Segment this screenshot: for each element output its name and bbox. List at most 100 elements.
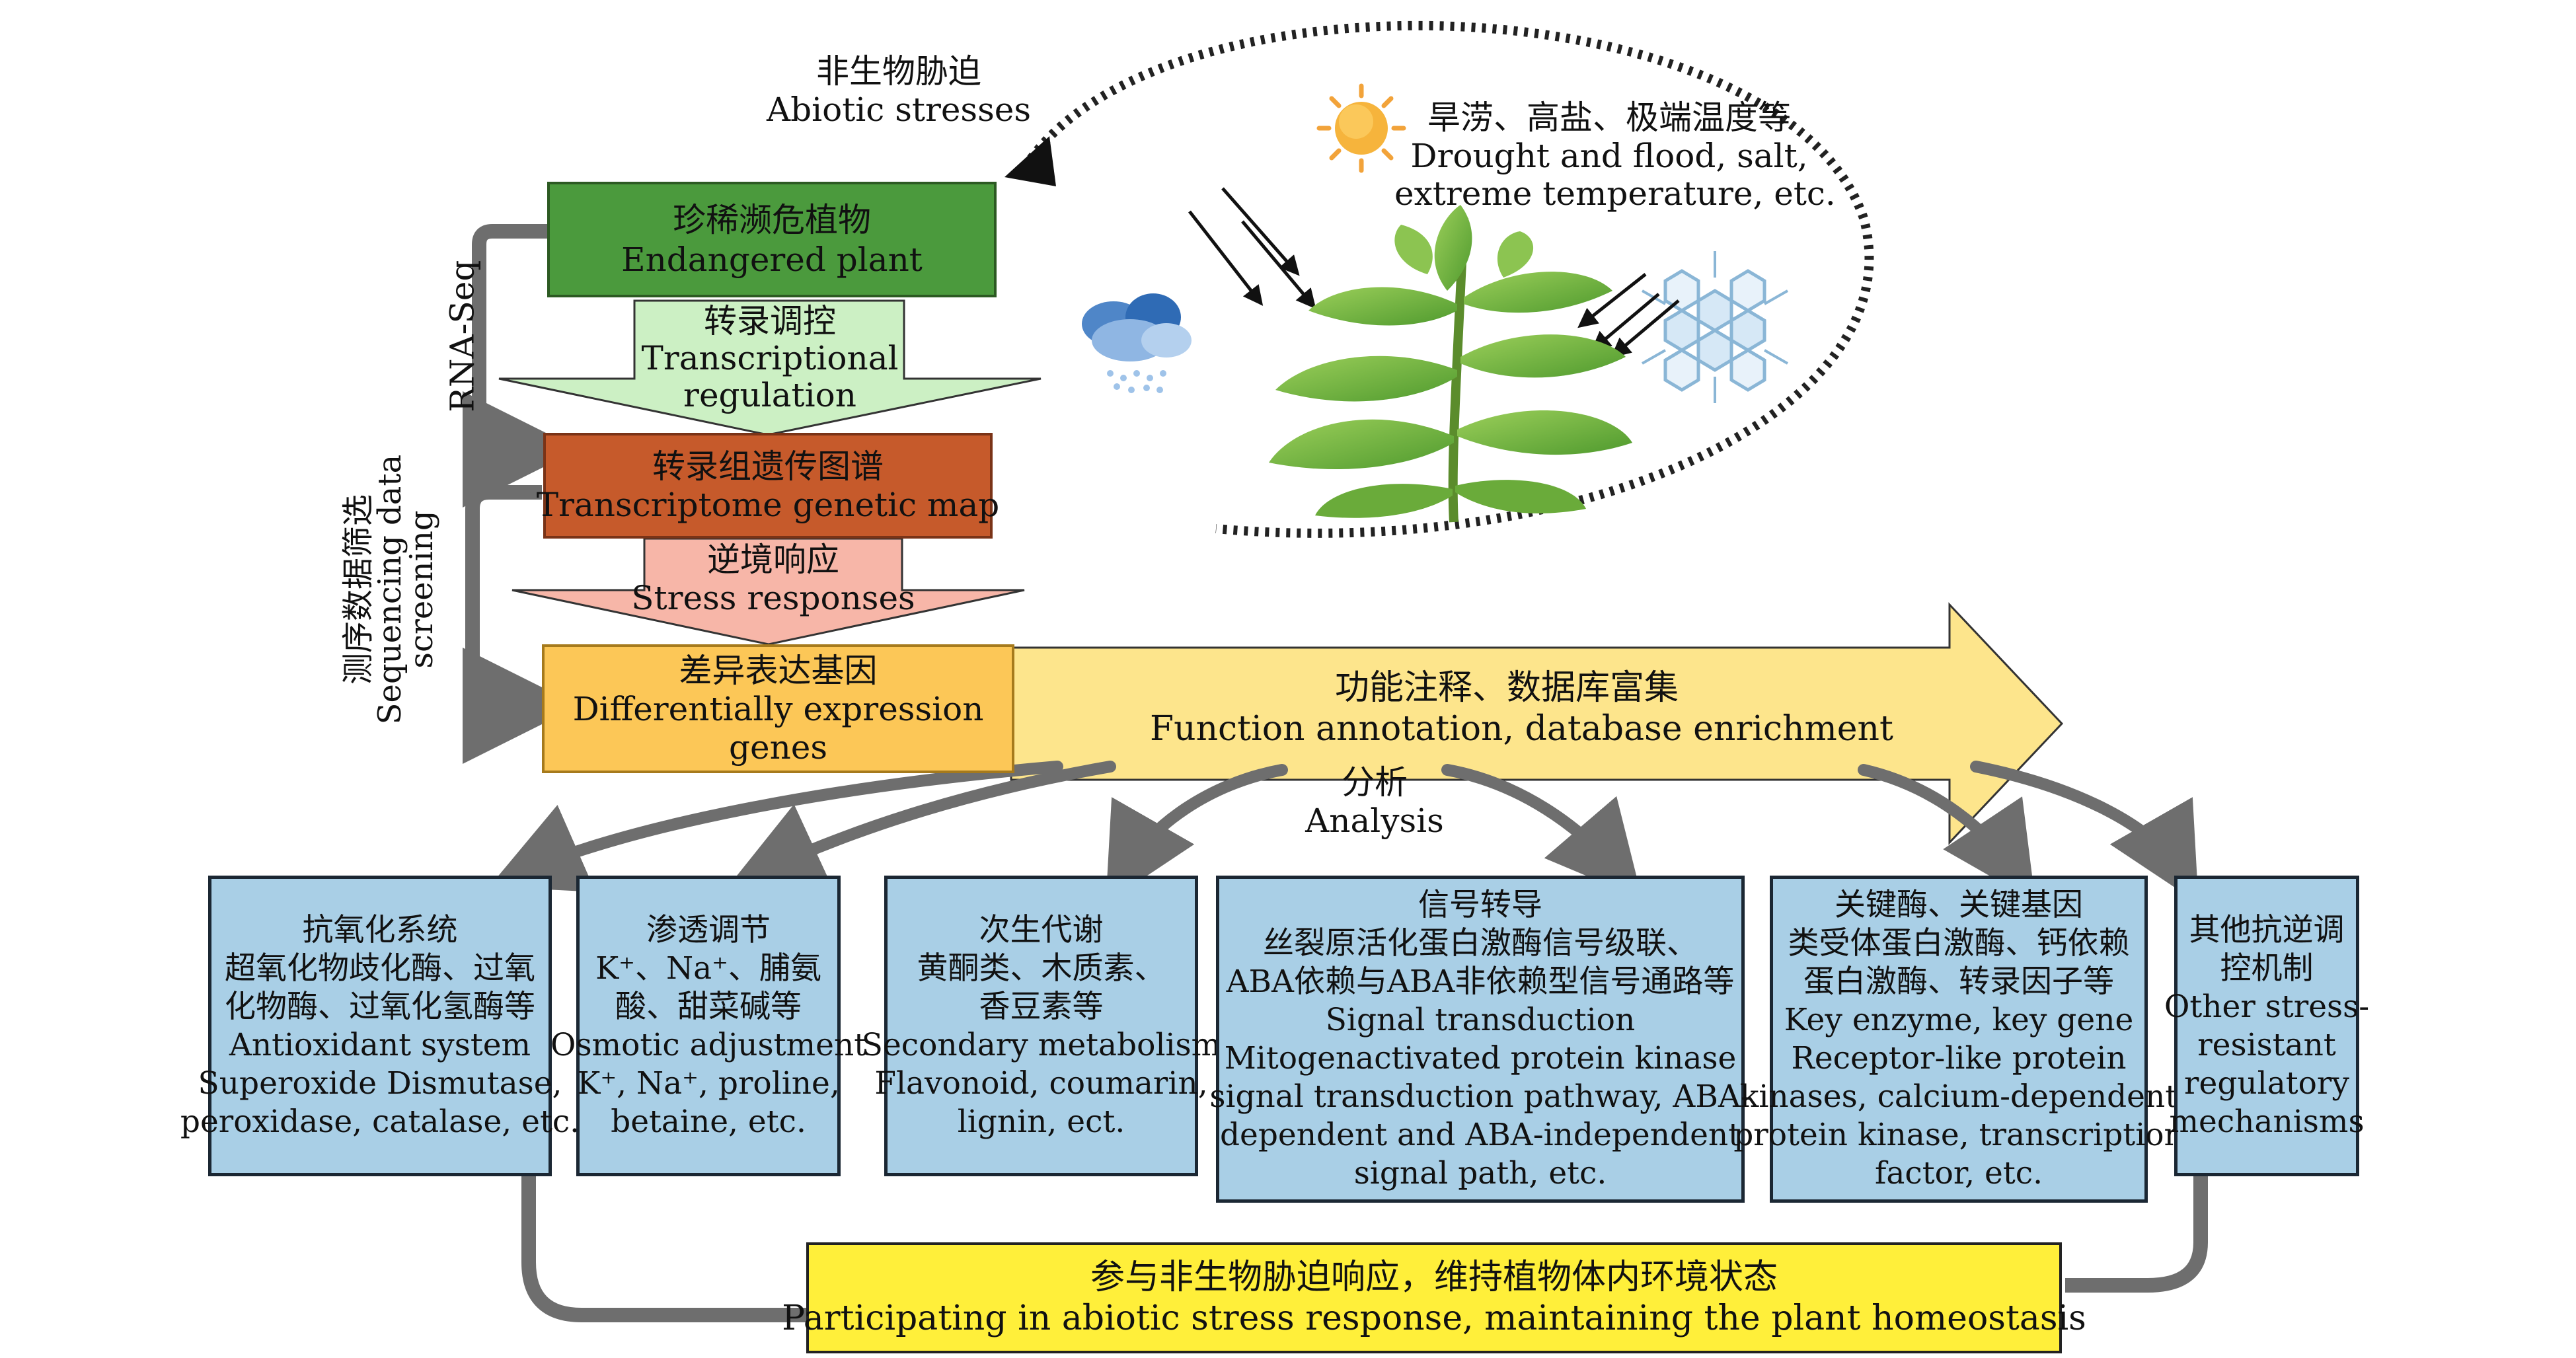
target-line: 控机制 (2220, 950, 2314, 987)
stress-cycle-dashed-arrow (1027, 20, 1874, 538)
target-line: K⁺, Na⁺, proline, (577, 1065, 840, 1102)
target-line: protein kinase, transcription (1733, 1116, 2184, 1153)
target-line: 类受体蛋白激酶、钙依赖 (1788, 924, 2130, 962)
target-line: Mitogenactivated protein kinase (1224, 1039, 1737, 1076)
target-line: Osmotic adjustment (550, 1026, 867, 1063)
screening-en-2: screening (403, 510, 440, 669)
target-line: 化物酶、过氧化氢酶等 (225, 988, 535, 1025)
abiotic-stress-en: Abiotic stresses (767, 90, 1031, 129)
regulation-en-1: Transcriptional (641, 339, 899, 377)
fan-arrow-signal (1441, 764, 1643, 899)
fan-arrow-other (1970, 761, 2199, 903)
light-ray-2 (1221, 187, 1300, 276)
target-line: peroxidase, catalase, etc. (180, 1103, 580, 1140)
light-ray-1 (1188, 210, 1264, 306)
target-line: mechanisms (2169, 1103, 2365, 1140)
snowflake-icon (1642, 251, 1788, 403)
endangered-plant-box: 珍稀濒危植物 Endangered plant (547, 182, 997, 297)
deg-en-1: Differentially expression (572, 689, 984, 728)
target-line: signal transduction pathway, ABA- (1209, 1078, 1751, 1115)
endangered-plant-zh: 珍稀濒危植物 (673, 200, 871, 239)
target-box-secondary: 次生代谢 黄酮类、木质素、 香豆素等 Secondary metabolism … (862, 876, 1221, 1176)
target-line: 香豆素等 (979, 988, 1104, 1025)
light-ray-3 (1241, 220, 1316, 309)
target-line: Receptor-like protein (1791, 1039, 2127, 1076)
target-line: 渗透调节 (646, 911, 771, 948)
target-line: 超氧化物歧化酶、过氧 (225, 950, 535, 987)
regulation-arrow (498, 299, 1042, 436)
stress-types-en-2: extreme temperature, etc. (1394, 174, 1836, 213)
target-line: ABA依赖与ABA非依赖型信号通路等 (1226, 963, 1735, 1000)
target-box-signal: 信号转导 丝裂原活化蛋白激酶信号级联、 ABA依赖与ABA非依赖型信号通路等 S… (1209, 876, 1751, 1203)
stress-types-en-1: Drought and flood, salt, (1410, 136, 1808, 175)
target-line: 次生代谢 (979, 911, 1104, 948)
target-line: 丝裂原活化蛋白激酶信号级联、 (1263, 924, 1698, 962)
rnaseq-connector (463, 224, 579, 508)
transcriptome-en: Transcriptome genetic map (536, 486, 1000, 524)
target-line: Signal transduction (1325, 1001, 1636, 1038)
target-line: 关键酶、关键基因 (1835, 886, 2083, 923)
target-line: 抗氧化系统 (302, 911, 458, 948)
analysis-en: Analysis (1305, 802, 1444, 840)
bottom-left-connector (521, 1173, 813, 1322)
deg-box: 差异表达基因 Differentially expression genes (542, 644, 1014, 773)
target-line: regulatory (2184, 1065, 2349, 1102)
target-line: K⁺、Na⁺、脯氨 (595, 950, 821, 987)
stress-responses-arrow (511, 537, 1025, 646)
target-line: lignin, ect. (957, 1103, 1125, 1140)
target-line: Superoxide Dismutase, (198, 1065, 562, 1102)
stress-cycle-arrowhead (1004, 136, 1056, 186)
deg-en-2: genes (728, 728, 828, 767)
wind-ray-2 (1591, 293, 1660, 352)
bottom-right-connector (2065, 1173, 2208, 1293)
stress-responses-zh: 逆境响应 (707, 541, 839, 579)
homeostasis-zh: 参与非生物胁迫响应，维持植物体内环境状态 (1090, 1258, 1778, 1297)
abiotic-stress-label: 非生物胁迫 Abiotic stresses (760, 52, 1038, 129)
screening-label: 测序数据筛选 Sequencing data screening (340, 437, 440, 741)
sun-icon (1316, 83, 1406, 173)
target-box-antioxidant: 抗氧化系统 超氧化物歧化酶、过氧 化物酶、过氧化氢酶等 Antioxidant … (180, 876, 580, 1176)
target-line: signal path, etc. (1353, 1154, 1607, 1191)
target-line: factor, etc. (1874, 1154, 2043, 1191)
target-line: resistant (2197, 1026, 2336, 1063)
stress-responses-en: Stress responses (631, 579, 915, 617)
screening-connector (463, 485, 579, 764)
fan-arrow-osmotic (727, 761, 1116, 891)
target-line: Antioxidant system (229, 1026, 531, 1063)
homeostasis-en: Participating in abiotic stress response… (782, 1299, 2086, 1338)
transcriptome-box: 转录组遗传图谱 Transcriptome genetic map (537, 433, 999, 539)
screening-zh: 测序数据筛选 (340, 494, 377, 685)
stress-responses-label: 逆境响应 Stress responses (608, 541, 938, 617)
function-label: 功能注释、数据库富集 Function annotation, database… (1150, 667, 1893, 749)
target-box-osmotic: 渗透调节 K⁺、Na⁺、脯氨 酸、甜菜碱等 Osmotic adjustment… (550, 876, 866, 1176)
target-line: 信号转导 (1418, 886, 1542, 923)
target-line: 酸、甜菜碱等 (615, 988, 802, 1025)
homeostasis-box: 参与非生物胁迫响应，维持植物体内环境状态 Participating in ab… (782, 1242, 2086, 1353)
target-line: Flavonoid, coumarin, (874, 1065, 1208, 1102)
target-line: 其他抗逆调 (2189, 911, 2345, 948)
target-line: betaine, etc. (611, 1103, 806, 1140)
transcriptome-zh: 转录组遗传图谱 (652, 447, 884, 486)
regulation-en-2: regulation (683, 376, 856, 414)
target-line: Secondary metabolism (861, 1026, 1221, 1063)
function-en: Function annotation, database enrichment (1150, 709, 1893, 749)
target-line: Key enzyme, key gene (1784, 1001, 2134, 1038)
target-line: dependent and ABA-independent (1219, 1116, 1741, 1153)
stress-types-label: 旱涝、高盐、极端温度等 Drought and flood, salt, ext… (1394, 98, 1836, 213)
wind-ray-3 (1610, 299, 1680, 358)
target-line: kinases, calcium-dependent (1739, 1078, 2178, 1115)
function-zh: 功能注释、数据库富集 (1334, 668, 1679, 708)
stress-types-zh: 旱涝、高盐、极端温度等 (1427, 98, 1791, 137)
deg-zh: 差异表达基因 (679, 651, 878, 690)
analysis-label: 分析 Analysis (1289, 763, 1460, 840)
target-box-enzyme: 关键酶、关键基因 类受体蛋白激酶、钙依赖 蛋白激酶、转录因子等 Key enzy… (1733, 876, 2184, 1203)
screening-en-1: Sequencing data (371, 454, 408, 725)
endangered-plant-en: Endangered plant (621, 240, 923, 279)
function-arrow (1010, 602, 2064, 845)
target-line: 蛋白激酶、转录因子等 (1803, 963, 2114, 1000)
fan-arrow-secondary (1106, 764, 1288, 903)
rnaseq-label: RNA-Seq (443, 260, 482, 412)
target-line: Other stress- (2164, 988, 2370, 1025)
